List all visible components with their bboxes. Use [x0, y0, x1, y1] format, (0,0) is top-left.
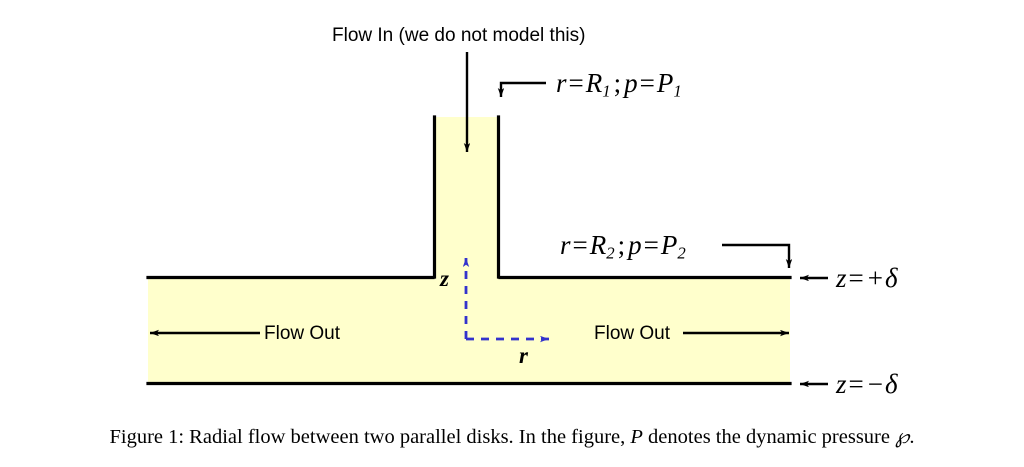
z-bottom-equals: = [848, 369, 864, 399]
inlet-condition-label: r=R1;p=P1 [556, 70, 682, 100]
caption-prefix: Figure 1: Radial flow between two parall… [109, 426, 626, 448]
r-axis-label: r [519, 343, 528, 368]
outlet-eq-2: = [643, 230, 659, 260]
z-top-equals: = [848, 263, 864, 293]
outlet-P-symbol: P [660, 230, 678, 260]
outlet-condition-label: r=R2;p=P2 [560, 232, 686, 262]
inlet-eq-2: = [639, 68, 655, 98]
outlet-R-subscript: 2 [606, 243, 615, 263]
z-top-delta: δ [884, 263, 898, 293]
z-top-variable: z [836, 263, 847, 293]
z-top-sign: + [867, 263, 883, 293]
inlet-eq-1: = [568, 68, 584, 98]
outlet-p-symbol: p [628, 230, 642, 260]
inlet-p-symbol: p [624, 68, 638, 98]
z-top-label: z=+δ [836, 265, 898, 292]
figure-caption: Figure 1: Radial flow between two parall… [0, 424, 1024, 450]
outlet-r-symbol: r [560, 230, 571, 260]
z-axis-label: z [440, 266, 449, 291]
caption-script-pressure-symbol: ℘ [895, 424, 910, 448]
caption-pressure-variable: P [630, 426, 643, 448]
outlet-separator: ; [617, 230, 626, 260]
inlet-r-symbol: r [556, 68, 567, 98]
flow-in-label: Flow In (we do not model this) [332, 25, 586, 46]
inlet-R-symbol: R [585, 68, 603, 98]
z-bottom-variable: z [836, 369, 847, 399]
outlet-condition-leader [722, 243, 793, 268]
flow-out-right-label: Flow Out [594, 323, 671, 344]
z-bottom-sign: − [867, 369, 883, 399]
coordinate-axes [462, 258, 549, 343]
outlet-R-symbol: R [589, 230, 607, 260]
inlet-P-symbol: P [656, 68, 674, 98]
outlet-P-subscript: 2 [677, 243, 686, 263]
caption-middle: denotes the dynamic pressure [648, 426, 890, 448]
z-bottom-label: z=−δ [836, 371, 898, 398]
inlet-P-subscript: 1 [673, 81, 682, 101]
flow-out-left-label: Flow Out [264, 323, 341, 344]
inlet-R-subscript: 1 [602, 81, 611, 101]
disk-outline [146, 115, 792, 386]
inlet-condition-leader [497, 81, 546, 97]
outlet-eq-1: = [572, 230, 588, 260]
caption-period: . [909, 426, 915, 448]
fluid-region [148, 117, 790, 384]
z-bottom-delta: δ [884, 369, 898, 399]
inlet-separator: ; [613, 68, 622, 98]
